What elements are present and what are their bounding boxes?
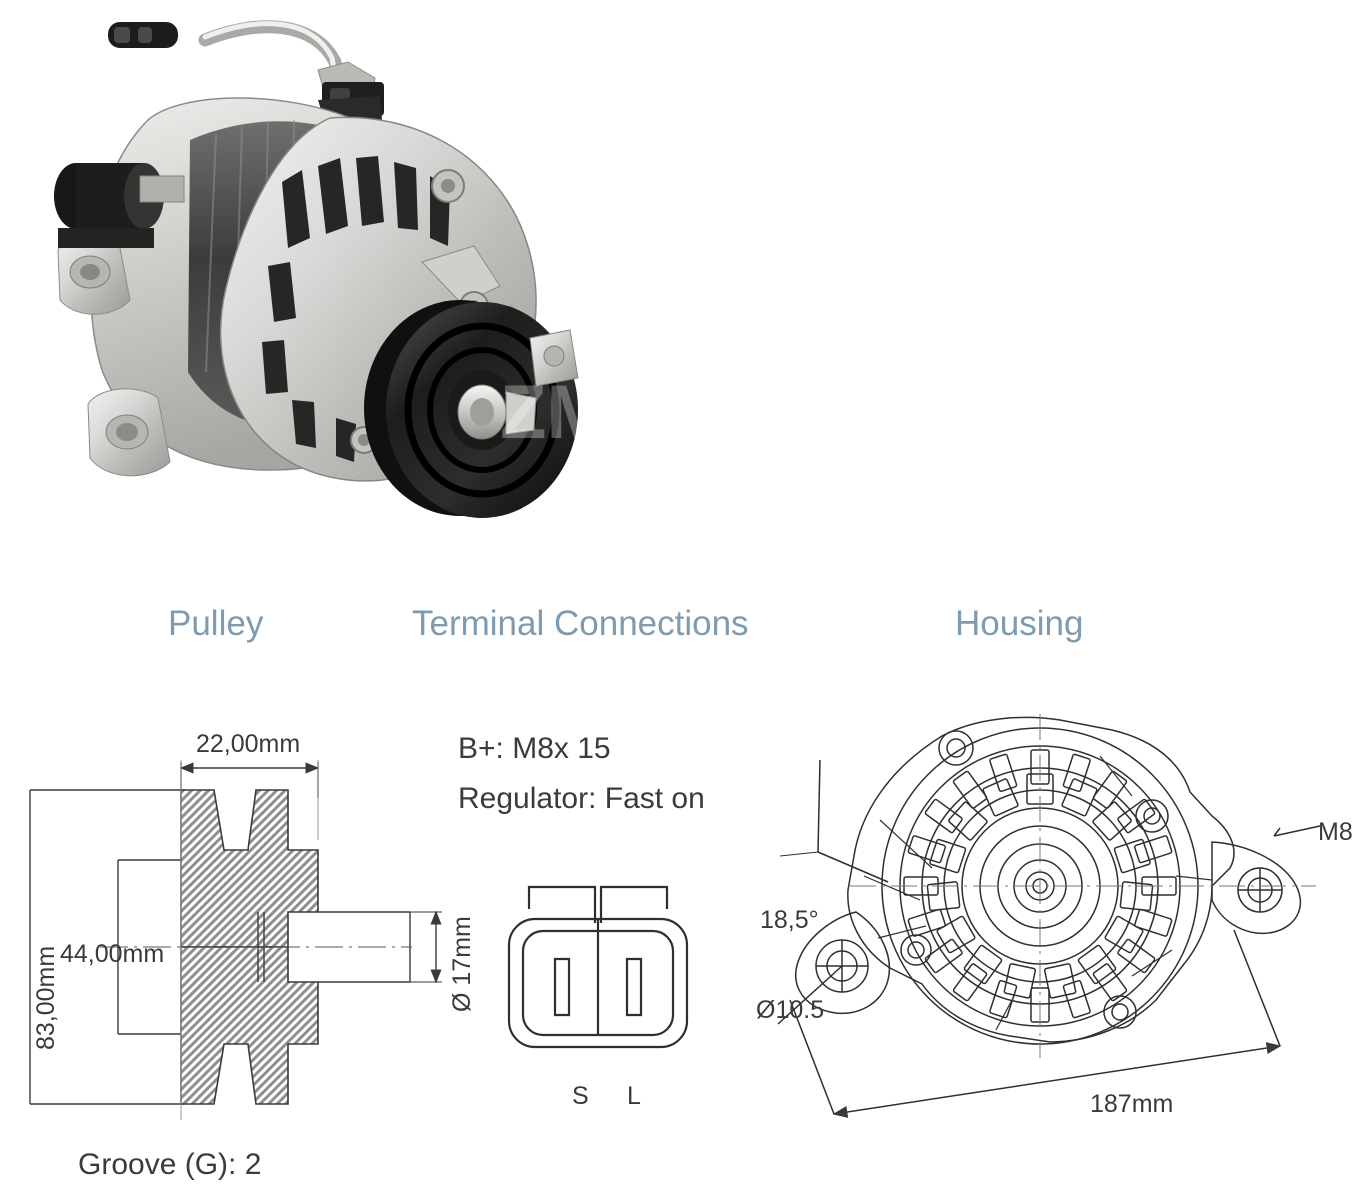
cooling-slots — [262, 156, 450, 462]
heading-terminal-connections: Terminal Connections — [412, 604, 749, 643]
housing-vent-slots — [904, 750, 1176, 1022]
mount-ear-left — [796, 912, 890, 1013]
alternator-product-photo: ZM — [30, 0, 650, 600]
groove-count-label: Groove (G): 2 — [78, 1148, 262, 1181]
heading-pulley: Pulley — [168, 604, 264, 643]
housing-outline — [848, 717, 1234, 1042]
mounting-ear-lower-left — [87, 388, 171, 477]
top-connector-block — [317, 61, 384, 126]
pulley-lower-section — [181, 947, 318, 1104]
pulley-inner-diameter-dimension: 44,00mm — [60, 940, 165, 968]
heading-housing: Housing — [955, 604, 1084, 643]
housing-through-bolts — [901, 731, 1168, 1028]
pulley-upper-section — [181, 790, 318, 947]
housing-end-view-drawing — [760, 700, 1358, 1140]
connector-slot-s — [555, 959, 569, 1015]
terminal-bplus-spec: B+: M8x 15 — [458, 732, 611, 765]
housing-angle-label: 18,5° — [760, 906, 819, 934]
diameter-leader-line — [778, 966, 842, 1024]
length-dimension-187 — [790, 930, 1282, 1118]
m8-leader-line — [1274, 826, 1320, 836]
terminal-connector-drawing — [495, 875, 735, 1075]
regulator-cap — [54, 163, 185, 248]
vacuum-tube — [108, 20, 353, 127]
mount-ear-right — [1212, 842, 1300, 933]
connector-slot-l — [627, 959, 641, 1015]
pulley-photo — [364, 300, 578, 518]
terminal-pin-label-l: L — [627, 1082, 641, 1110]
housing-ribs — [864, 756, 1212, 1030]
mounting-ear-upper-left — [57, 229, 131, 315]
housing-bolt-thread-label: M8 — [1318, 818, 1353, 846]
pulley-cross-section-drawing — [0, 700, 470, 1120]
pulley-outer-diameter-dimension: 83,00mm — [32, 945, 60, 1050]
pulley-width-dimension: 22,00mm — [196, 730, 301, 758]
housing-mount-hole-label: Ø10.5 — [756, 996, 825, 1024]
terminal-pin-label-s: S — [572, 1082, 589, 1110]
terminal-regulator-spec: Regulator: Fast on — [458, 782, 705, 815]
watermark-text: ZM — [500, 370, 610, 455]
housing-length-label: 187mm — [1090, 1090, 1174, 1118]
angle-indicator — [780, 760, 888, 882]
